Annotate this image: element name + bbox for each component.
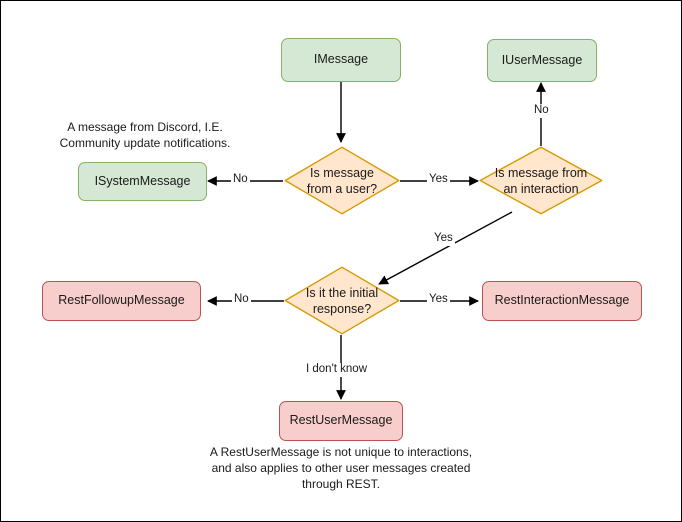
diamond-shape xyxy=(479,146,603,215)
node-is-message-from-user-label: Is message from a user? xyxy=(306,165,378,196)
node-is-initial-response[interactable]: Is it the initial response? xyxy=(284,266,400,335)
edge-label-initial-unknown: I don't know xyxy=(304,363,370,377)
node-is-initial-response-label: Is it the initial response? xyxy=(305,285,379,316)
note-rest-user-message: A RestUserMessage is not unique to inter… xyxy=(209,445,473,491)
node-iusermessage-label: IUserMessage xyxy=(501,52,583,67)
node-iusermessage[interactable]: IUserMessage xyxy=(487,39,597,82)
node-restinteractionmessage-label: RestInteractionMessage xyxy=(494,293,630,308)
node-restfollowupmessage[interactable]: RestFollowupMessage xyxy=(42,281,201,321)
edge-label-interaction-yes: Yes xyxy=(432,232,455,246)
node-restusermessage[interactable]: RestUserMessage xyxy=(279,401,403,441)
node-is-message-from-user[interactable]: Is message from a user? xyxy=(284,146,400,215)
edge-label-initial-yes: Yes xyxy=(427,293,450,307)
node-imessage-label: IMessage xyxy=(313,52,369,67)
node-restinteractionmessage[interactable]: RestInteractionMessage xyxy=(482,281,642,321)
node-restfollowupmessage-label: RestFollowupMessage xyxy=(58,293,185,308)
node-isystemmessage-label: ISystemMessage xyxy=(94,173,191,188)
diamond-shape xyxy=(284,266,400,335)
edge-label-user-no: No xyxy=(231,173,250,187)
node-is-message-from-interaction-label: Is message from an interaction xyxy=(494,165,588,196)
diamond-shape xyxy=(284,146,400,215)
node-isystemmessage[interactable]: ISystemMessage xyxy=(78,162,207,201)
node-imessage[interactable]: IMessage xyxy=(281,38,401,82)
edge-label-user-yes: Yes xyxy=(427,173,450,187)
edge-label-interaction-no: No xyxy=(532,104,551,118)
edge-label-initial-no: No xyxy=(232,293,251,307)
note-system-message: A message from Discord, I.E. Community u… xyxy=(59,120,231,150)
node-restusermessage-label: RestUserMessage xyxy=(289,413,393,428)
node-is-message-from-interaction[interactable]: Is message from an interaction xyxy=(479,146,603,215)
